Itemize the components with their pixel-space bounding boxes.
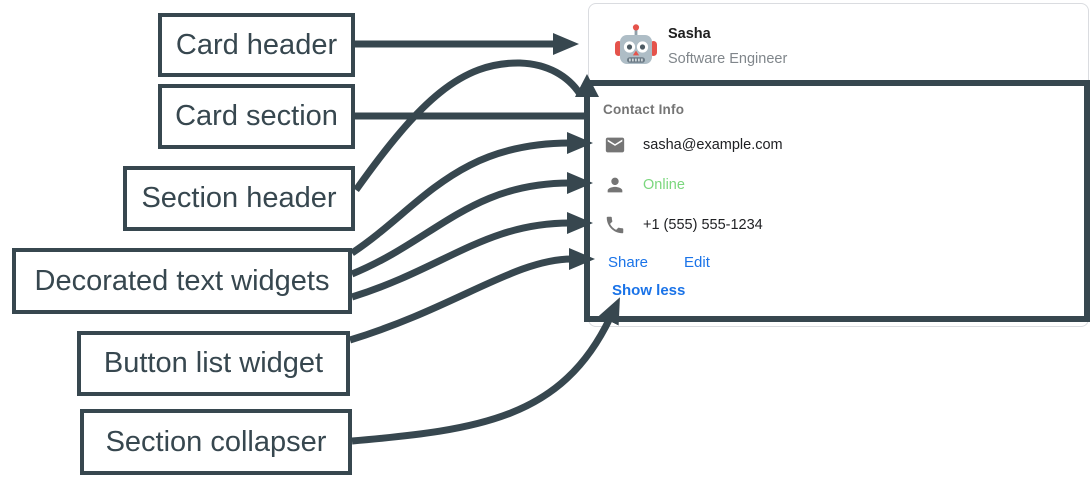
callout-button-list-widget: Button list widget <box>77 331 350 396</box>
card-header-name: Sasha <box>668 26 711 42</box>
callout-button-list-widget-text: Button list widget <box>103 347 324 379</box>
status-text: Online <box>643 177 685 193</box>
decorated-text-email: sasha@example.com <box>604 134 783 156</box>
callout-section-header-text: Section header <box>141 182 337 214</box>
mail-icon <box>604 134 626 156</box>
callout-card-section: Card section <box>158 84 355 149</box>
callout-decorated-text-widgets-text: Decorated text widgets <box>34 264 330 297</box>
robot-face-icon <box>615 24 657 64</box>
card-header: Sasha Software Engineer <box>589 4 1088 82</box>
phone-icon <box>604 214 626 236</box>
callout-decorated-text-widgets: Decorated text widgets <box>12 248 352 314</box>
decorated-text-status: Online <box>604 174 685 196</box>
arrow-section-header <box>353 59 583 193</box>
callout-section-collapser-text: Section collapser <box>105 425 327 458</box>
email-text: sasha@example.com <box>643 137 783 153</box>
decorated-text-phone: +1 (555) 555-1234 <box>604 214 763 236</box>
person-icon <box>604 174 626 196</box>
phone-text: +1 (555) 555-1234 <box>643 217 763 233</box>
arrow-section-collapser <box>351 297 620 445</box>
button-list-widget: Share Edit <box>608 254 710 271</box>
robot-avatar <box>612 22 660 70</box>
callout-card-header: Card header <box>158 13 355 77</box>
callout-section-header: Section header <box>123 166 355 231</box>
arrow-decorated-phone <box>350 212 593 301</box>
arrow-decorated-status <box>350 172 593 278</box>
callout-card-section-text: Card section <box>175 100 338 132</box>
arrow-decorated-email <box>350 132 593 256</box>
share-button[interactable]: Share <box>608 254 649 271</box>
card-header-subtitle: Software Engineer <box>668 51 788 67</box>
edit-button[interactable]: Edit <box>684 254 710 271</box>
section-header-title: Contact Info <box>603 102 685 117</box>
arrow-button-list <box>348 248 595 344</box>
card-section: Contact Info sasha@example.com Online <box>584 80 1090 322</box>
callout-section-collapser: Section collapser <box>80 409 352 475</box>
show-less-button[interactable]: Show less <box>612 282 686 299</box>
section-collapser: Show less <box>612 282 685 300</box>
callout-card-header-text: Card header <box>175 28 338 61</box>
